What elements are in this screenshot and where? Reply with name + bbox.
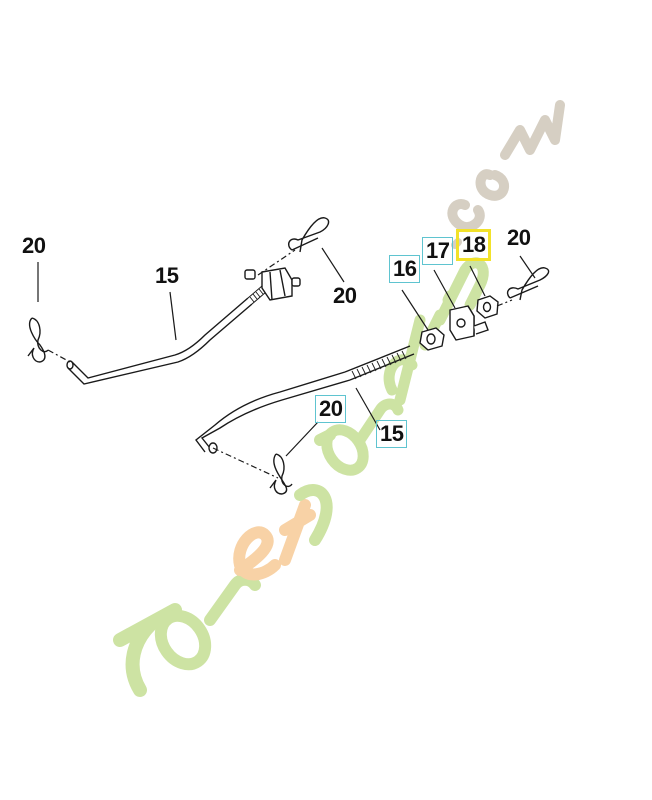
watermark-com (447, 100, 565, 233)
hairpin-clip-left (27, 317, 49, 363)
hairpin-clip-top (288, 217, 330, 253)
assembly-lines (47, 249, 513, 479)
watermark-e (233, 526, 281, 581)
nut-18 (476, 295, 499, 319)
label-16: 16 (389, 255, 421, 283)
rod-lower (195, 345, 415, 454)
watermark-r2 (354, 398, 404, 446)
label-17: 17 (422, 237, 454, 265)
watermark-o (154, 609, 212, 671)
hairpin-clip-right (506, 267, 550, 301)
label-20-right: 20 (507, 225, 531, 250)
hairpin-clip-lower (269, 453, 293, 495)
watermark-t (279, 499, 316, 566)
label-20-top-mid: 20 (333, 283, 357, 308)
nut-16 (419, 327, 445, 351)
label-15-lower: 15 (376, 420, 408, 448)
label-18-highlighted: 18 (456, 229, 492, 261)
watermark-d (383, 314, 426, 406)
label-20-left: 20 (22, 233, 46, 258)
label-15-left: 15 (155, 263, 179, 288)
rod-upper (66, 267, 301, 385)
block-17 (449, 305, 489, 341)
label-20-lower: 20 (315, 395, 347, 423)
watermark-r (204, 573, 261, 626)
leader-lines (37, 247, 536, 457)
